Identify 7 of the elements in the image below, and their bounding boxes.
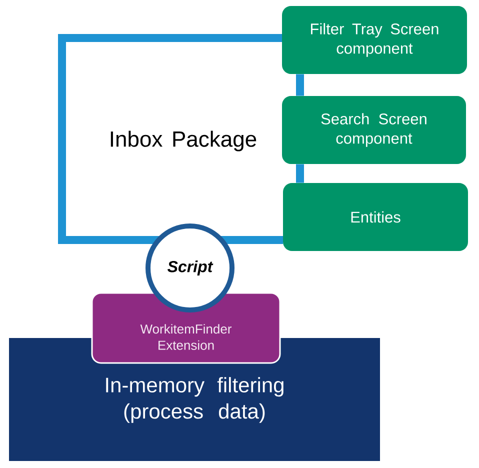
component-box: Filter Tray Screen component xyxy=(282,6,467,74)
component-box: Entities xyxy=(283,183,468,251)
connector-line xyxy=(296,74,304,96)
package-frame: Inbox Package xyxy=(58,34,283,244)
connector-line xyxy=(296,164,304,183)
extension-box: WorkitemFinder Extension xyxy=(91,292,281,364)
component-box: Search Screen component xyxy=(282,96,466,164)
